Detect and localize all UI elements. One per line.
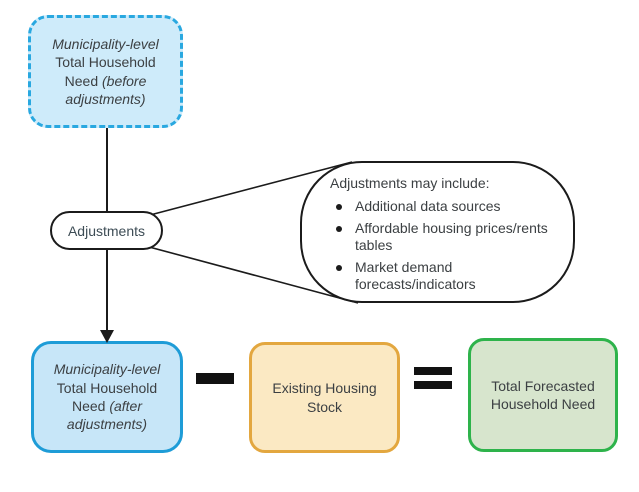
callout-bubble: Adjustments may include: Additional data…: [300, 161, 575, 303]
box-after-italic1: Municipality-level: [53, 361, 161, 378]
box-stock-label: Existing Housing Stock: [272, 380, 377, 415]
box-existing-housing-stock: Existing Housing Stock: [249, 342, 400, 453]
adjustments-oval-label: Adjustments: [67, 222, 146, 239]
box-after-adjustments: Municipality-level Total Household Need …: [31, 341, 183, 453]
box-total-forecasted-need: Total Forecasted Household Need: [468, 338, 618, 452]
box-before-text: Municipality-level Total Household Need …: [43, 35, 168, 109]
box-before-regular: Total Household Need: [55, 54, 156, 89]
callout-tail-line-bottom: [111, 236, 359, 304]
box-after-text: Municipality-level Total Household Need …: [46, 360, 168, 434]
arrowhead-down-icon: [100, 330, 114, 343]
box-before-adjustments: Municipality-level Total Household Need …: [28, 15, 183, 128]
callout-title: Adjustments may include:: [330, 175, 490, 191]
box-after-italic2: (after adjustments): [66, 398, 148, 433]
adjustments-oval: Adjustments: [50, 211, 163, 250]
bullet-item: Market demand forecasts/indicators: [330, 259, 557, 293]
box-before-italic1: Municipality-level: [52, 35, 159, 52]
equals-operator: [414, 381, 452, 389]
equals-operator: [414, 367, 452, 375]
box-total-label: Total Forecasted Household Need: [490, 377, 596, 412]
bullet-item: Additional data sources: [330, 198, 557, 215]
box-after-regular: Total Household Need: [56, 379, 158, 414]
box-before-italic2: (before adjustments): [65, 72, 147, 107]
bullet-item: Affordable housing prices/rents tables: [330, 220, 557, 254]
callout-bullet-list: Additional data sources Affordable housi…: [330, 198, 557, 293]
minus-operator: [196, 373, 234, 384]
